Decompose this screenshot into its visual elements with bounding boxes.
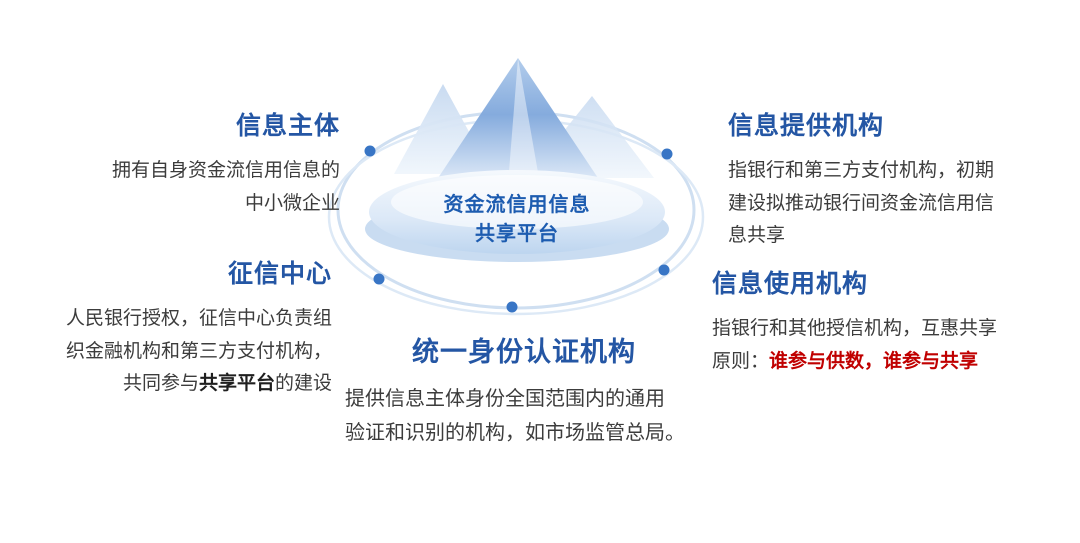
info-user-body-red: 谁参与供数，谁参与共享: [769, 350, 979, 372]
node-identity-authority: 统一身份认证机构 提供信息主体身份全国范围内的通用 验证和识别的机构，如市场监管…: [345, 330, 703, 451]
orbit-dot: [658, 264, 670, 276]
node-info-subject-title: 信息主体: [235, 112, 340, 140]
node-identity-authority-body: 提供信息主体身份全国范围内的通用 验证和识别的机构，如市场监管总局。: [345, 388, 685, 445]
node-info-subject-body: 拥有自身资金流信用信息的 中小微企业: [111, 160, 340, 214]
credit-center-body-post: 的建设: [274, 373, 332, 395]
platform-label-line1: 资金流信用信息: [443, 194, 591, 216]
mountain-highlight: [508, 58, 540, 184]
platform-label-line2: 共享平台: [475, 223, 559, 245]
orbit-dot: [373, 273, 385, 285]
mountain-peak-main-icon: [434, 58, 602, 184]
node-credit-center-title: 征信中心: [227, 260, 332, 288]
credit-center-body-bold: 共享平台: [198, 373, 275, 395]
orbit-dot: [661, 148, 673, 160]
node-info-user-title: 信息使用机构: [712, 270, 869, 298]
orbit-dot: [364, 145, 376, 157]
node-identity-authority-title: 统一身份认证机构: [412, 337, 636, 367]
platform-label: 资金流信用信息 共享平台: [377, 191, 657, 249]
node-info-provider-title: 信息提供机构: [728, 112, 885, 140]
platform-inner-highlight: [391, 175, 643, 229]
node-info-provider: 信息提供机构 指银行和第三方支付机构，初期 建设拟推动银行间资金流信用信 息共享: [728, 106, 1058, 253]
node-info-subject: 信息主体 拥有自身资金流信用信息的 中小微企业: [10, 106, 340, 220]
info-user-body-pre: 指银行和其他授信机构，互惠共享 原则：: [712, 318, 998, 372]
node-info-user: 信息使用机构 指银行和其他授信机构，互惠共享 原则：谁参与供数，谁参与共享: [712, 264, 1062, 378]
node-info-provider-body: 指银行和第三方支付机构，初期 建设拟推动银行间资金流信用信 息共享: [728, 160, 995, 247]
node-info-user-body: 指银行和其他授信机构，互惠共享 原则：谁参与供数，谁参与共享: [712, 313, 1062, 378]
node-credit-center-body: 人民银行授权，征信中心负责组 织金融机构和第三方支付机构， 共同参与共享平台的建…: [0, 303, 332, 401]
node-credit-center: 征信中心 人民银行授权，征信中心负责组 织金融机构和第三方支付机构， 共同参与共…: [0, 254, 332, 401]
credit-center-body-pre: 人民银行授权，征信中心负责组 织金融机构和第三方支付机构， 共同参与: [65, 308, 332, 395]
orbit-dot: [506, 301, 518, 313]
